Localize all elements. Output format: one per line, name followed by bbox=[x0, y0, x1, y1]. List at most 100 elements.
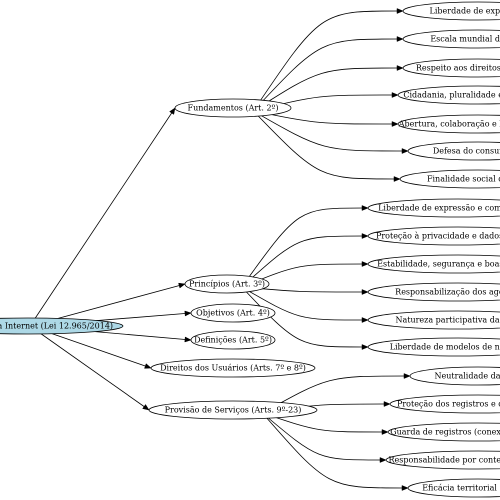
edge-fundamentos-f7 bbox=[253, 110, 396, 180]
node-label: Fundamentos (Art. 2º) bbox=[188, 104, 279, 113]
edges-layer bbox=[29, 8, 411, 491]
node-ellipse bbox=[367, 198, 500, 218]
node-ellipse bbox=[397, 114, 500, 134]
node-ellipse bbox=[387, 422, 500, 442]
node-f6: Defesa do consumidor bbox=[407, 141, 500, 161]
node-ellipse bbox=[367, 337, 500, 357]
node-ellipse bbox=[367, 310, 500, 330]
node-s3: Guarda de registros (conexão e aplicaçõe… bbox=[387, 422, 500, 442]
node-label: Defesa do consumidor bbox=[433, 147, 500, 156]
arrowhead bbox=[361, 233, 369, 239]
node-ellipse bbox=[367, 226, 500, 246]
node-label: Princípios (Art. 3º) bbox=[189, 280, 265, 289]
arrowhead bbox=[142, 404, 150, 411]
arrowhead bbox=[383, 401, 391, 407]
node-label: Liberdade de expressão bbox=[430, 7, 500, 16]
node-p5: Natureza participativa da rede bbox=[367, 310, 500, 330]
arrowhead bbox=[379, 457, 387, 463]
arrowhead bbox=[381, 429, 389, 435]
node-ellipse bbox=[409, 366, 500, 386]
node-label: Guarda de registros (conexão e aplicaçõe… bbox=[390, 428, 500, 437]
edge-fundamentos-f1 bbox=[252, 10, 399, 112]
node-s4: Responsabilidade por conteúdo de terceir… bbox=[385, 450, 500, 470]
node-f5: Abertura, colaboração e livre iniciativa bbox=[397, 114, 500, 134]
arrowhead bbox=[396, 36, 404, 42]
node-f2: Escala mundial da rede bbox=[402, 29, 500, 49]
node-label: Responsabilidade por conteúdo de terceir… bbox=[389, 456, 500, 465]
arrowhead bbox=[403, 373, 411, 379]
node-ellipse bbox=[148, 400, 318, 420]
edge-root-fundamentos bbox=[29, 107, 176, 327]
edge-fundamentos-f2 bbox=[253, 38, 399, 112]
node-label: Provisão de Serviços (Arts. 9º-23) bbox=[165, 406, 302, 415]
arrowhead bbox=[184, 336, 192, 343]
node-ellipse bbox=[190, 303, 276, 323]
node-ellipse bbox=[407, 478, 500, 498]
node-ellipse bbox=[174, 98, 292, 118]
node-principios: Princípios (Art. 3º) bbox=[184, 274, 270, 294]
node-ellipse bbox=[399, 169, 500, 189]
node-label: Finalidade social da rede bbox=[427, 175, 500, 184]
node-provisao: Provisão de Serviços (Arts. 9º-23) bbox=[148, 400, 318, 420]
arrowhead bbox=[401, 485, 409, 491]
node-ellipse bbox=[402, 58, 500, 78]
node-label: Marco Civil da Internet (Lei 12.965/2014… bbox=[0, 322, 113, 331]
edge-provisao-s5 bbox=[262, 412, 404, 489]
edge-root-provisao bbox=[29, 325, 150, 411]
edge-provisao-s4 bbox=[262, 412, 382, 461]
node-f7: Finalidade social da rede bbox=[399, 169, 500, 189]
edge-principios-p1 bbox=[241, 207, 364, 288]
node-definicoes: Definições (Art. 5º) bbox=[190, 330, 276, 350]
node-label: Direitos dos Usuários (Arts. 7º e 8º) bbox=[160, 364, 306, 373]
node-ellipse bbox=[389, 394, 500, 414]
node-label: Estabilidade, segurança e boas práticas bbox=[377, 260, 500, 269]
node-ellipse bbox=[150, 358, 316, 378]
arrowhead bbox=[401, 148, 409, 154]
node-ellipse bbox=[407, 141, 500, 161]
node-label: Objetivos (Art. 4º) bbox=[196, 309, 270, 318]
node-s1: Neutralidade da rede bbox=[409, 366, 500, 386]
arrowhead bbox=[178, 282, 186, 289]
node-label: Responsabilização dos agentes bbox=[395, 288, 500, 297]
edge-fundamentos-f6 bbox=[253, 110, 404, 152]
node-fundamentos: Fundamentos (Art. 2º) bbox=[174, 98, 292, 118]
arrowhead bbox=[393, 176, 401, 182]
node-ellipse bbox=[184, 274, 270, 294]
edge-principios-p2 bbox=[241, 235, 364, 288]
edge-principios-p5 bbox=[241, 286, 364, 321]
node-label: Proteção à privacidade e dados pessoais bbox=[376, 232, 500, 241]
node-ellipse bbox=[0, 317, 124, 335]
node-label: Abertura, colaboração e livre iniciativa bbox=[398, 120, 500, 129]
node-f3: Respeito aos direitos humanos bbox=[402, 58, 500, 78]
node-direitos: Direitos dos Usuários (Arts. 7º e 8º) bbox=[150, 358, 316, 378]
arrowhead bbox=[391, 92, 399, 98]
arrowhead bbox=[361, 344, 369, 350]
node-ellipse bbox=[190, 330, 276, 350]
node-p3: Estabilidade, segurança e boas práticas bbox=[367, 254, 500, 274]
node-s5: Eficácia territorial (Art. 11) bbox=[407, 478, 500, 498]
arrowhead bbox=[184, 310, 192, 317]
arrowhead bbox=[391, 121, 399, 127]
node-ellipse bbox=[402, 1, 500, 21]
node-s2: Proteção dos registros e dados pessoais bbox=[389, 394, 500, 414]
arrowhead bbox=[361, 205, 369, 211]
node-label: Respeito aos direitos humanos bbox=[416, 64, 500, 73]
node-root: Marco Civil da Internet (Lei 12.965/2014… bbox=[0, 317, 124, 335]
node-p1: Liberdade de expressão e comunicação bbox=[367, 198, 500, 218]
node-ellipse bbox=[385, 450, 500, 470]
node-label: Liberdade de expressão e comunicação bbox=[378, 204, 500, 213]
node-label: Escala mundial da rede bbox=[430, 35, 500, 44]
node-ellipse bbox=[367, 282, 500, 302]
node-label: Neutralidade da rede bbox=[435, 372, 500, 381]
edge-provisao-s3 bbox=[262, 412, 384, 433]
node-f4: Cidadania, pluralidade e diversidade bbox=[397, 85, 500, 105]
node-label: Natureza participativa da rede bbox=[395, 316, 500, 325]
node-label: Cidadania, pluralidade e diversidade bbox=[403, 91, 500, 100]
node-f1: Liberdade de expressão bbox=[402, 1, 500, 21]
node-ellipse bbox=[397, 85, 500, 105]
node-p2: Proteção à privacidade e dados pessoais bbox=[367, 226, 500, 246]
arrowhead bbox=[361, 317, 369, 323]
edge-fundamentos-f3 bbox=[253, 67, 399, 112]
arrowhead bbox=[396, 8, 404, 14]
